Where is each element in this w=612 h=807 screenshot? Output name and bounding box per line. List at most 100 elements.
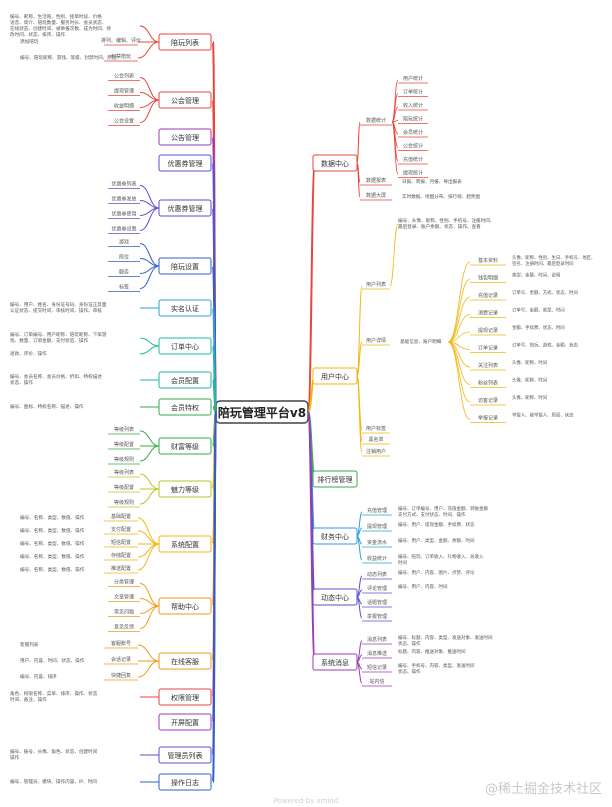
left-branch-node[interactable]: 陪玩列表 <box>158 33 212 51</box>
group-label: 消息推送 <box>367 650 387 657</box>
left-branch-label: 公告管理 <box>171 133 199 142</box>
sub-label: 关注列表 <box>478 362 498 369</box>
sub-text: 头像、昵称、性别、生日、手机号、地区、 <box>512 254 595 261</box>
left-branch-label: 订单中心 <box>171 342 199 351</box>
left-branch-label: 权限管理 <box>171 693 199 702</box>
group-label: 用户详情 <box>366 337 386 344</box>
group-text: 标题、内容、推送对象、推送时间 <box>398 648 466 655</box>
detail-tag: 支付配置 <box>111 526 131 533</box>
left-branch-node[interactable]: 订单中心 <box>158 337 212 355</box>
detail-tag: 基础配置 <box>111 513 131 520</box>
detail-text: 状态、操作 <box>10 379 33 386</box>
leaf-line <box>139 605 160 629</box>
detail-tag: 排列、编辑、评价 <box>101 37 141 44</box>
detail-line <box>137 543 160 558</box>
right-branch-label: 数据中心 <box>321 159 349 168</box>
leaf-label: 服务 <box>119 269 129 276</box>
sub-text: 订单号、金额、类型、时间 <box>512 307 565 314</box>
left-branch-node[interactable]: 魅力等级 <box>158 480 212 498</box>
group-text: 时间 <box>398 559 407 566</box>
left-branch-node[interactable]: 公告管理 <box>158 128 212 146</box>
detail-text: 操作 <box>10 754 20 761</box>
left-branch-node[interactable]: 帮助中心 <box>158 597 212 615</box>
sub-text: 金额、手续费、状态、时间 <box>512 324 565 331</box>
detail-text: 编号、名称、类型、数值、操作 <box>20 553 85 560</box>
sub-label: 提现记录 <box>478 327 498 334</box>
group-text: 编号、头像、昵称、性别、手机号、注册时间、 <box>398 217 494 224</box>
detail-tag: 推送配置 <box>111 565 131 572</box>
left-branch-node[interactable]: 操作日志 <box>158 773 212 791</box>
left-branch-node[interactable]: 开屏配置 <box>158 713 212 731</box>
left-branch-node[interactable]: 在线客服 <box>158 652 212 670</box>
detail-tag: 快捷回复 <box>111 672 131 679</box>
root-node[interactable]: 陪玩管理平台v8 <box>215 400 309 424</box>
right-branch-node[interactable]: 用户中心 <box>312 367 358 385</box>
group-label: 举报管理 <box>367 613 387 620</box>
group-text: 实时数据、地图分布、排行榜、趋势图 <box>402 193 481 200</box>
leaf-line <box>139 488 160 505</box>
group-text: 支付方式、支付状态、时间、操作 <box>398 511 466 518</box>
leaf-label: 意见反馈 <box>114 624 134 631</box>
sub-line <box>447 341 471 403</box>
group-label: 用户列表 <box>366 281 386 288</box>
left-branch-node[interactable]: 优惠券管理 <box>158 154 212 172</box>
sub-label: 充值记录 <box>478 292 498 299</box>
detail-text: 角色、权限名称、菜单、排序、操作、状态 <box>10 690 98 697</box>
sub-text: 订单号、陪玩、游戏、金额、状态 <box>512 342 578 349</box>
group-line <box>356 661 363 684</box>
leaf-label: 游戏 <box>119 239 129 246</box>
left-branch-node[interactable]: 陪玩设置 <box>158 257 212 275</box>
detail-text: 在线状态、创建时间、被举报次数、成为时间、修 <box>10 25 111 32</box>
right-branch-node[interactable]: 数据中心 <box>312 154 358 172</box>
leaf-label: 优惠券发放 <box>111 196 136 203</box>
group-label: 短信记录 <box>367 664 387 671</box>
leaf-label: 提现管理 <box>114 88 134 95</box>
group-text: 编号、用户、提现金额、手续费、状态 <box>398 521 475 528</box>
right-branch-node[interactable]: 系统消息 <box>312 653 358 671</box>
left-branch-label: 系统配置 <box>171 540 199 549</box>
detail-text: 编号、内容、排序 <box>20 673 57 680</box>
group-label: 收益统计 <box>367 555 387 562</box>
left-branch-node[interactable]: 系统配置 <box>158 535 212 553</box>
detail-text: 编号、名称、类型、数值、操作 <box>20 566 85 573</box>
right-branch-node[interactable]: 动态中心 <box>312 588 358 606</box>
right-branch-node[interactable]: 排行榜管理 <box>312 470 358 488</box>
left-branch-label: 实名认证 <box>171 304 199 313</box>
group-text: 状态、操作 <box>398 640 421 647</box>
left-branch-node[interactable]: 财富等级 <box>158 437 212 455</box>
group-text: 编号、订单编号、用户、充值金额、到账金额 <box>398 505 488 512</box>
group-label: 提现管理 <box>367 523 387 530</box>
left-branch-node[interactable]: 实名认证 <box>158 299 212 317</box>
item-label: 收入统计 <box>403 102 423 109</box>
item-label: 会员统计 <box>403 129 423 136</box>
detail-tag: 封禁陪玩 <box>111 53 131 60</box>
leaf-line <box>139 99 160 123</box>
detail-text: 认证状态、提交时间、审核时间、操作、审核 <box>10 307 102 314</box>
left-branch-node[interactable]: 会员特权 <box>158 398 212 416</box>
leaf-label: 等级配置 <box>114 484 134 491</box>
item-label: 提现统计 <box>403 170 423 177</box>
group-label: 评论管理 <box>367 585 387 592</box>
left-branch-node[interactable]: 公会管理 <box>158 91 212 109</box>
left-branch-node[interactable]: 权限管理 <box>158 688 212 706</box>
left-branch-node[interactable]: 会员配置 <box>158 371 212 389</box>
left-branch-node[interactable]: 管理员列表 <box>158 746 212 764</box>
group-line <box>356 535 363 561</box>
item-label: 陪玩统计 <box>403 116 423 123</box>
detail-text: 编号、订单编号、用户昵称、陪玩昵称、下单游 <box>10 331 107 338</box>
right-branch-node[interactable]: 财务中心 <box>312 527 358 545</box>
leaf-line <box>139 473 160 490</box>
group-label: 数据报表 <box>366 177 386 184</box>
leaf-label: 段位 <box>119 254 129 261</box>
left-branch-node[interactable]: 优惠券管理 <box>158 199 212 217</box>
detail-line <box>139 345 160 355</box>
left-branch-label: 帮助中心 <box>171 602 199 611</box>
group-text: 编号、标题、内容、类型、发送对象、发送时间 <box>398 634 493 641</box>
leaf-label: 优惠券列表 <box>111 181 136 188</box>
sub-line <box>447 261 471 343</box>
detail-text: 编号、用户、姓名、身份证号码、身份证正反面 <box>10 301 107 308</box>
right-branch-label: 财务中心 <box>321 532 349 541</box>
detail-line <box>137 660 160 678</box>
sub-label: 举报记录 <box>478 415 498 422</box>
leaf-label: 标签 <box>119 284 129 291</box>
